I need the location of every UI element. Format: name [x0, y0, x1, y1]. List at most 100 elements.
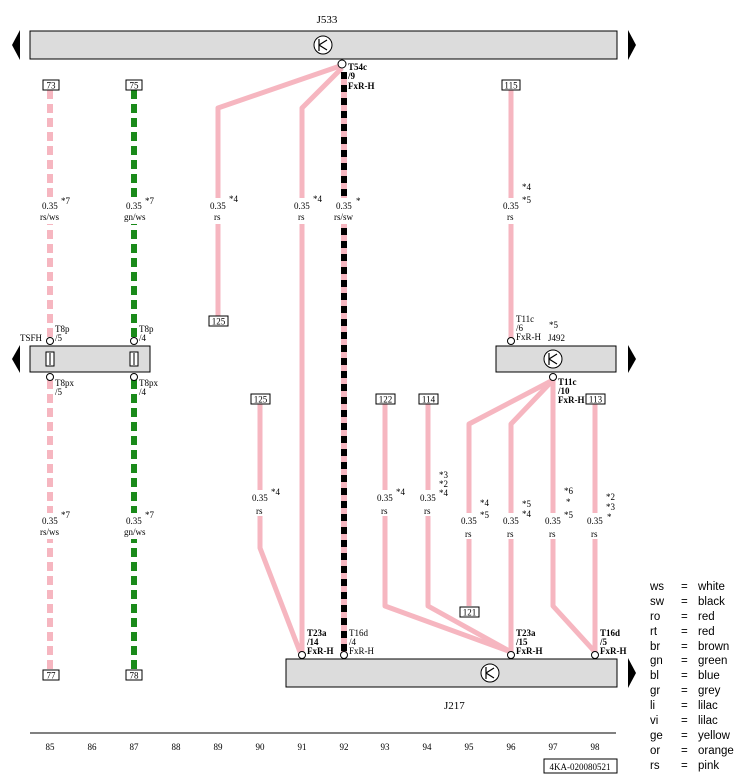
- ref-text: 78: [130, 671, 140, 681]
- legend-color-name: yellow: [698, 729, 730, 742]
- legend-color-name: pink: [698, 759, 720, 772]
- legend-equals: =: [681, 715, 688, 728]
- legend-code: ge: [650, 729, 663, 742]
- wire-note: *4: [313, 194, 323, 204]
- ref-box-77: 77: [42, 669, 60, 681]
- legend-color-name: black: [698, 595, 725, 608]
- legend-color-name: grey: [698, 685, 721, 698]
- wire-color: rs: [507, 212, 514, 222]
- legend-color-name: lilac: [698, 715, 718, 728]
- wire-note: *4: [522, 182, 532, 192]
- wire-color: rs: [465, 529, 472, 539]
- connector-name: T23a: [516, 628, 536, 638]
- connector-t23a-15: T23a /15 FxR-H: [515, 628, 543, 656]
- pin-t23a-14: [298, 651, 306, 659]
- track-number: 94: [423, 742, 433, 752]
- legend-code: ws: [650, 581, 665, 593]
- track-number: 88: [172, 742, 182, 752]
- wire-label-90: 0.35 rs *4: [251, 487, 281, 516]
- wire-note: *7: [61, 510, 71, 520]
- wire-note: *3: [439, 470, 449, 480]
- wire-note: *7: [61, 196, 71, 206]
- right-arrow-icon: [628, 30, 636, 60]
- legend-equals: =: [681, 759, 688, 772]
- wire-label-97: 0.35 rs *6 * *5: [544, 486, 574, 539]
- connector-ref: FxR-H: [516, 646, 543, 656]
- j533-unit: J533: [12, 14, 636, 60]
- wire-note: *4: [439, 488, 449, 498]
- legend-code: rs: [650, 759, 660, 772]
- pin-t16d-4: [340, 651, 348, 659]
- wire-color: rs: [549, 529, 556, 539]
- connector-pin: /4: [349, 637, 357, 647]
- wire-size: 0.35: [587, 516, 603, 526]
- legend-row: gr=grey: [650, 684, 748, 699]
- wire-color: gn/ws: [124, 212, 146, 222]
- wire-size: 0.35: [210, 201, 226, 211]
- ref-text: 125: [254, 395, 268, 405]
- legend-color-name: orange: [698, 744, 734, 757]
- legend-row: bl=blue: [650, 669, 748, 684]
- wire-note: *: [356, 196, 361, 206]
- legend-row: ro=red: [650, 610, 748, 625]
- legend-row: vi=lilac: [650, 714, 748, 729]
- wire-color: rs: [381, 506, 388, 516]
- legend-code: bl: [650, 670, 659, 683]
- wire-color: rs: [591, 529, 598, 539]
- wire-95: [466, 377, 555, 606]
- wire-note: *5: [480, 510, 490, 520]
- wire-size: 0.35: [377, 493, 393, 503]
- wire-label-96: 0.35 rs *5 *4: [502, 499, 532, 539]
- figure-id: 4KA-020080521: [543, 758, 618, 774]
- pin-t16d-5: [591, 651, 599, 659]
- track-number: 86: [88, 742, 98, 752]
- wire-size: 0.35: [126, 201, 142, 211]
- ref-box-114: 114: [418, 393, 439, 405]
- legend-code: br: [650, 640, 661, 653]
- wire-color: rs: [214, 212, 221, 222]
- j492-unit: J492: [495, 333, 636, 373]
- legend-row: li=lilac: [650, 699, 748, 714]
- ref-box-78: 78: [125, 669, 143, 681]
- legend-color-name: lilac: [698, 700, 718, 713]
- legend-color-name: green: [698, 655, 728, 668]
- wire-size: 0.35: [503, 516, 519, 526]
- electronic-unit-icon: [543, 349, 563, 369]
- connector-pin: /10: [557, 386, 570, 396]
- wire-note: *: [566, 497, 571, 507]
- connector-note: *5: [549, 320, 559, 330]
- wire-label-89: 0.35 rs *4: [209, 194, 239, 224]
- connector-name: T11c: [516, 314, 534, 324]
- fuse-icon: [45, 351, 55, 367]
- wire-96: [508, 378, 555, 652]
- pin-t54c: [337, 59, 347, 69]
- pin-t11c-6: [507, 337, 515, 345]
- track-number: 91: [298, 742, 307, 752]
- connector-pin: /5: [599, 637, 608, 647]
- legend-equals: =: [681, 744, 688, 757]
- pin-t11c-10: [549, 373, 557, 381]
- wire-label-94: 0.35 rs *3 *2 *4: [419, 470, 449, 516]
- wire-note: *4: [480, 498, 490, 508]
- connector-ref: FxR-H: [516, 332, 542, 342]
- connector-t54c: T54c /9 FxR-H: [347, 62, 375, 91]
- legend-equals: =: [681, 640, 688, 653]
- connector-pin: /6: [516, 323, 524, 333]
- wire-color: gn/ws: [124, 527, 146, 537]
- wire-note: *6: [564, 486, 574, 496]
- j217-label: J217: [444, 700, 465, 712]
- wire-size: 0.35: [42, 201, 58, 211]
- wire-size: 0.35: [42, 516, 58, 526]
- legend-equals: =: [681, 595, 688, 608]
- wire-size: 0.35: [126, 516, 142, 526]
- wire-labels: 0.35 rs/ws *7 0.35 gn/ws *7 0.35 rs *4 0…: [40, 182, 616, 539]
- wire-color: rs: [507, 529, 514, 539]
- legend-color-name: white: [698, 581, 725, 593]
- pin-t23a-15: [507, 651, 515, 659]
- wire-color: rs/sw: [334, 212, 354, 222]
- wire-label-87-lower: 0.35 gn/ws *7: [124, 510, 155, 539]
- wire-size: 0.35: [545, 516, 561, 526]
- connector-name: T16d: [600, 628, 620, 638]
- wire-note: *: [607, 512, 612, 522]
